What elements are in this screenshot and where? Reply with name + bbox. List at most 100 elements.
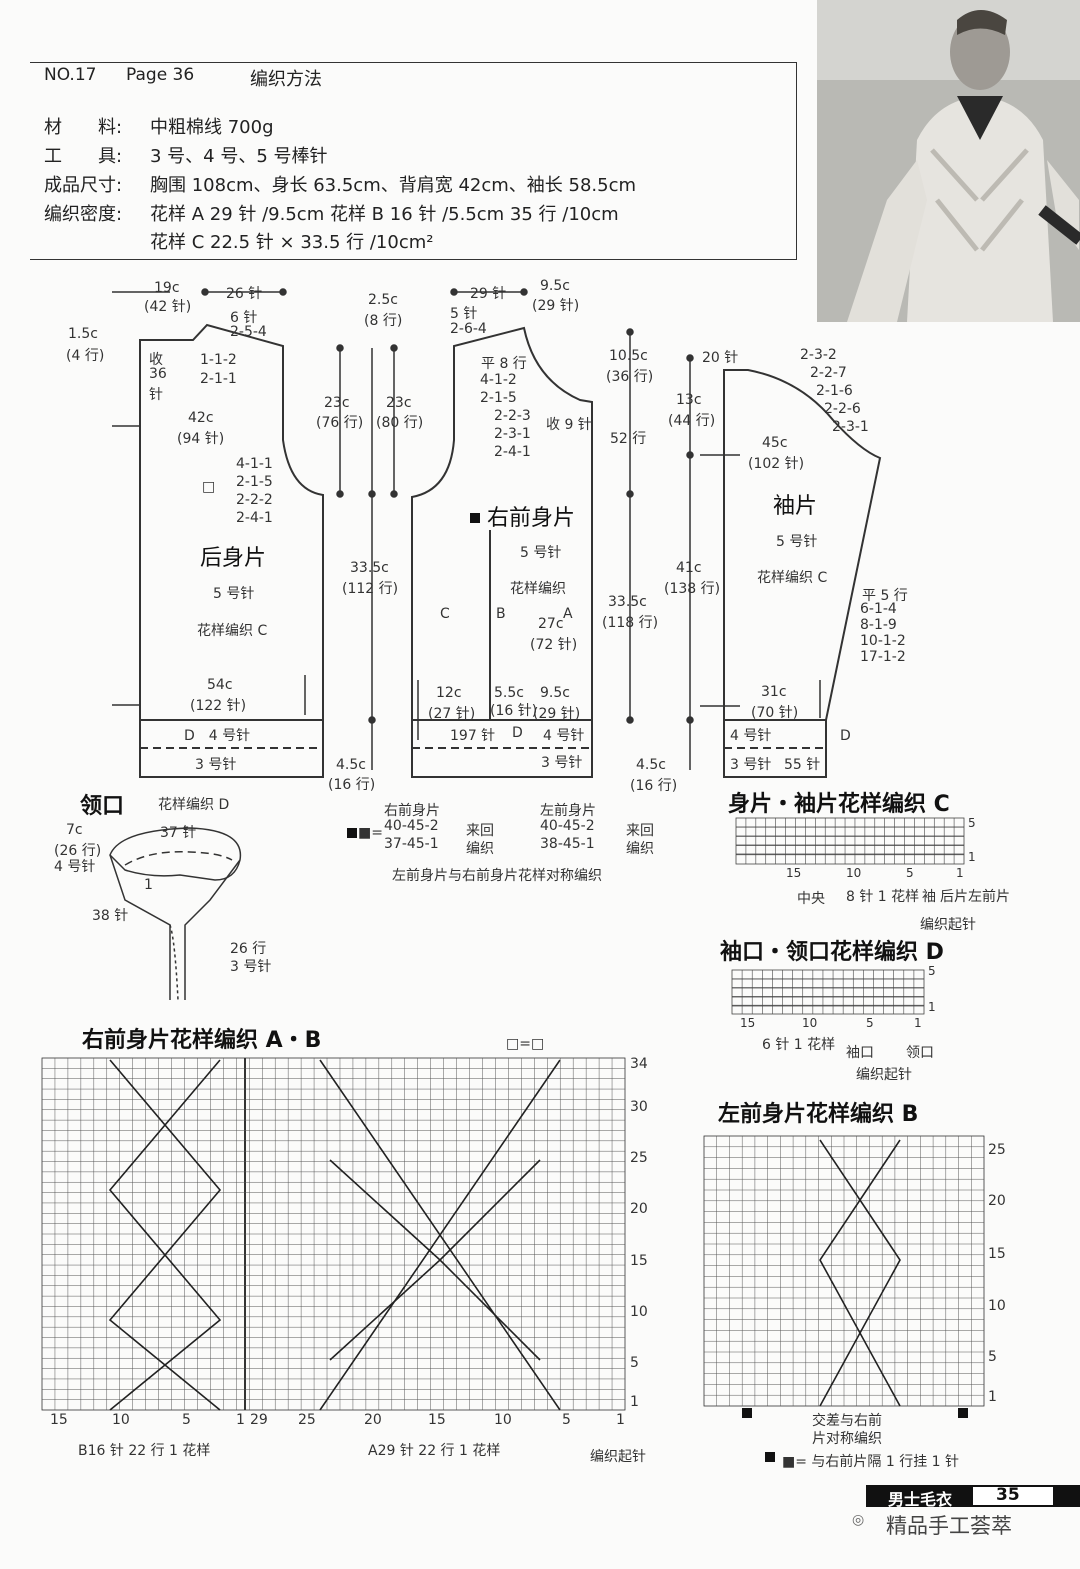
chart-d-col-15: 15 <box>740 1016 756 1030</box>
note-back-forth-r: 来回 <box>466 823 494 839</box>
sleeve-cap-dec-5: 2-3-1 <box>832 419 869 435</box>
shrink-2: 36 <box>149 366 167 382</box>
front-b1-sts: (27 针) <box>428 706 476 722</box>
sleeve-bottom-sts: (70 针) <box>751 705 799 721</box>
chart-c-col-5: 5 <box>906 866 914 880</box>
model-photo <box>817 0 1080 322</box>
armhole-dec-2: 2-1-5 <box>236 474 273 490</box>
sleeve-top: 20 针 <box>702 350 739 366</box>
front-title: 右前身片 <box>487 506 576 531</box>
ab-colb-15: 15 <box>50 1412 68 1428</box>
gauge-value-1: 花样 A 29 针 /9.5cm 花样 B 16 针 /5.5cm 35 行 /… <box>150 204 619 225</box>
chart-d-col-10: 10 <box>802 1016 818 1030</box>
sleeve-band-d: D <box>840 728 851 744</box>
back-neck-bindoff: 6 针 <box>230 310 258 326</box>
back-mid-sts: (94 针) <box>177 431 225 447</box>
mid-b-rows: (76 行) <box>316 415 364 431</box>
ab-a-repeat: A29 针 22 行 1 花样 <box>368 1443 501 1459</box>
back-band-3: 3 号针 <box>195 757 237 773</box>
collar-left-sts: 38 针 <box>92 908 129 924</box>
chart-ab-legend: □=□ <box>506 1036 545 1052</box>
back-bottom-width: 54c <box>207 677 233 693</box>
front-dec-3: 2-2-3 <box>494 408 531 424</box>
mid-a: 2.5c <box>368 292 398 308</box>
b2-row-25: 25 <box>988 1142 1006 1158</box>
tools-label: 工 具: <box>44 146 123 167</box>
sleeve-inc-3: 8-1-9 <box>860 617 897 633</box>
front-flat: 平 8 行 <box>481 356 527 372</box>
front-width-b: 9.5c <box>540 278 570 294</box>
mid-b: 23c <box>324 395 350 411</box>
shoulder-drop: 1.5c <box>68 326 98 342</box>
chart-c-row-top: 5 <box>968 816 976 830</box>
b2-row-5: 5 <box>988 1349 997 1365</box>
ab-colb-5: 5 <box>182 1412 191 1428</box>
chart-d-title: 袖口・领口花样编织 D <box>720 940 944 965</box>
pattern-number: NO.17 <box>44 65 97 85</box>
instructions-header: NO.17 Page 36 编织方法 材 料: 中粗棉线 700g 工 具: 3… <box>30 62 797 260</box>
footer-watermark: 精品手工荟萃 <box>886 1514 1012 1538</box>
chart-d-col-5: 5 <box>866 1016 874 1030</box>
front-band-4: 4 号针 <box>543 728 585 744</box>
front-measure-a: 10.5c <box>609 348 648 364</box>
chart-c-front: 后片左前片 <box>940 889 1010 905</box>
ab-cola-5: 5 <box>562 1412 571 1428</box>
back-neck-dec-2: 1-1-2 <box>200 352 237 368</box>
front-band-sts: 197 针 <box>450 728 496 744</box>
front-dec-5: 2-4-1 <box>494 444 531 460</box>
ab-row-25: 25 <box>630 1150 648 1166</box>
front-neck-sts: 5 针 <box>450 306 478 322</box>
front-pattern: 花样编织 <box>510 581 566 597</box>
front-b2: 5.5c <box>494 685 524 701</box>
material-value: 中粗棉线 700g <box>150 117 274 138</box>
sleeve-cap-dec-2: 2-2-7 <box>810 365 847 381</box>
front-measure-b: 52 行 <box>610 431 647 447</box>
front-dec-4: 2-3-1 <box>494 426 531 442</box>
material-label: 材 料: <box>44 117 123 138</box>
front-zone-a: A <box>563 606 573 622</box>
b2-row-20: 20 <box>988 1193 1006 1209</box>
ab-cola-25: 25 <box>298 1412 316 1428</box>
front-measure-c: 33.5c <box>608 594 647 610</box>
front-band-d: D <box>512 725 523 741</box>
front-zone-b: B <box>496 606 506 622</box>
shrink-3: 针 <box>149 387 163 403</box>
chart-c-col-15: 15 <box>786 866 802 880</box>
collar-needle: 4 号针 <box>54 859 96 875</box>
b2-note-1: 交差与右前 <box>812 1413 882 1429</box>
ab-colb-10: 10 <box>112 1412 130 1428</box>
mid-e-rows: (16 行) <box>328 777 376 793</box>
front-dec-2: 2-1-5 <box>480 390 517 406</box>
ab-cola-15: 15 <box>428 1412 446 1428</box>
ab-start: 编织起针 <box>590 1449 646 1465</box>
back-pattern: 花样编织 C <box>197 623 268 639</box>
chart-ab-title: 右前身片花样编织 A・B <box>82 1028 322 1053</box>
sleeve-cap-dec-4: 2-2-6 <box>824 401 861 417</box>
chart-c-start: 编织起针 <box>920 917 976 933</box>
note-right-front: 右前身片 <box>384 803 440 819</box>
back-needle: 5 号针 <box>213 586 255 602</box>
chart-c-title: 身片・袖片花样编织 C <box>728 792 950 817</box>
shrink-1: 收 <box>149 352 163 368</box>
chart-d-start: 编织起针 <box>856 1067 912 1083</box>
collar-width: 7c <box>66 822 83 838</box>
mid-e: 4.5c <box>336 757 366 773</box>
wechat-icon: ◎ <box>852 1512 865 1528</box>
note-knit-r: 编织 <box>466 841 494 857</box>
sleeve-cap-dec-1: 2-3-2 <box>800 347 837 363</box>
back-width-top: 19c <box>154 280 180 296</box>
chart-d-repeat: 6 针 1 花样 <box>762 1037 836 1053</box>
chart-c-col-1: 1 <box>956 866 964 880</box>
chart-d-row-bot: 1 <box>928 1000 936 1014</box>
front-b3: 9.5c <box>540 685 570 701</box>
note-knit-l: 编织 <box>626 841 654 857</box>
back-mid-width: 42c <box>188 410 214 426</box>
sleeve-cuff-rows: (16 行) <box>630 778 678 794</box>
b2-legend: ■= 与右前片隔 1 行挂 1 针 <box>782 1454 960 1470</box>
gauge-label: 编织密度: <box>44 204 123 225</box>
page-ref: Page 36 <box>126 65 195 85</box>
size-value: 胸围 108cm、身长 63.5cm、背肩宽 42cm、袖长 58.5cm <box>150 175 637 196</box>
front-b2-sts: (16 针) <box>490 703 538 719</box>
front-width-a: 29 针 <box>470 286 507 302</box>
ab-row-30: 30 <box>630 1099 648 1115</box>
